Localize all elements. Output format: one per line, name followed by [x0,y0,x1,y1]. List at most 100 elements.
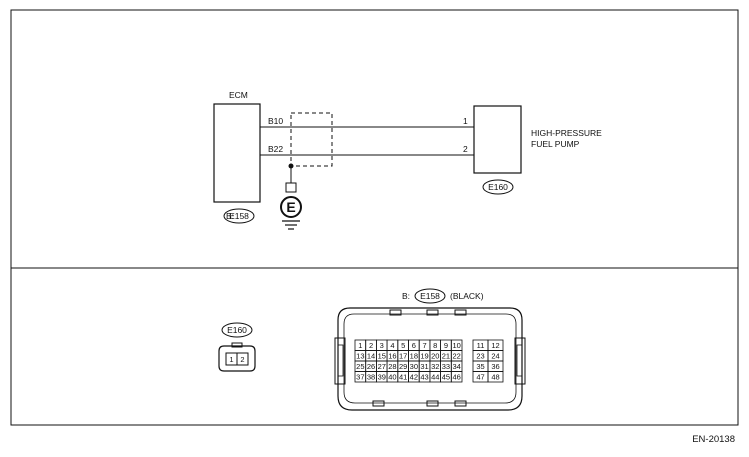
pump-pin-2: 2 [463,144,468,154]
wires: B10 B22 1 2 [260,112,474,169]
e160-id: E160 [227,325,247,335]
e158-pin: 8 [433,341,437,350]
e158-housing-inner [343,313,517,404]
e158-pin: 39 [378,373,386,382]
fuel-pump-unit: HIGH-PRESSURE FUEL PUMP E160 [473,105,602,195]
e158-pin: 6 [412,341,416,350]
e158-pin: 22 [452,352,460,361]
fuel-pump-connector-id: E160 [488,182,508,192]
e158-pin: 16 [388,352,396,361]
e158-pin: 41 [399,373,407,382]
ecm-label: ECM [229,90,248,100]
e158-pin: 26 [367,362,375,371]
ground-circle [280,196,302,218]
e158-pin: 32 [431,362,439,371]
pump-pin-1: 1 [463,116,468,126]
diagram-frame [10,9,739,426]
e158-pin: 25 [356,362,364,371]
e158-pin: 7 [422,341,426,350]
e158-pin: 31 [420,362,428,371]
e158-pin: 36 [491,362,499,371]
e158-pin: 10 [452,341,460,350]
e158-pin: 46 [452,373,460,382]
ecm-connector-id: E158 [229,211,249,221]
e158-pin: 27 [378,362,386,371]
e158-pin: 43 [420,373,428,382]
e160-badge [221,322,253,338]
e158-pin: 17 [399,352,407,361]
e158-pin: 28 [388,362,396,371]
e158-pin: 1 [358,341,362,350]
e158-pin-cell [450,371,463,383]
e158-pin: 42 [410,373,418,382]
e158-pin: 21 [442,352,450,361]
e158-pin: 9 [444,341,448,350]
e158-pin-cell [487,371,504,383]
e158-side-clip-right [514,337,526,385]
e158-color-note: (BLACK) [450,291,484,301]
e158-pin: 19 [420,352,428,361]
e158-pin: 5 [401,341,405,350]
figure-id: EN-20138 [692,434,735,445]
ground-symbol: E [280,166,302,230]
ecm-pin-b22: B22 [268,144,283,154]
e158-pin: 48 [491,373,499,382]
e158-badge [414,288,446,304]
e158-pin: 14 [367,352,375,361]
e160-pin: 2 [240,355,244,364]
e158-side-clip-right-inner [516,344,523,377]
e160-housing [218,345,256,372]
e158-pin: 2 [369,341,373,350]
ecm-unit: ECM B: E158 [213,90,261,224]
e158-pin: 24 [491,352,499,361]
e160-pin: 1 [229,355,233,364]
fuel-pump-label-line1: HIGH-PRESSURE [531,128,602,138]
e158-housing-outer [337,307,523,411]
e158-latch [454,400,467,407]
e158-pin: 4 [390,341,394,350]
e158-latch [372,400,385,407]
ground-terminal [285,182,297,193]
fuel-pump-label-line2: FUEL PUMP [531,139,580,149]
ecm-box [213,103,261,203]
e158-pin: 30 [410,362,418,371]
e158-side-clip-left [334,337,346,385]
e158-pin: 20 [431,352,439,361]
e158-pin: 38 [367,373,375,382]
e158-pin: 45 [442,373,450,382]
e158-pin: 12 [491,341,499,350]
ecm-connector-badge [223,208,255,224]
e158-pin: 23 [476,352,484,361]
e158-pin: 33 [442,362,450,371]
ground-label: E [286,199,295,215]
e158-pin: 15 [378,352,386,361]
shield-box [290,112,333,167]
e158-pin: 11 [477,341,485,350]
fuel-pump-box [473,105,522,174]
fuel-pump-connector-badge [482,179,514,195]
ecm-connector-prefix: B: [226,211,234,221]
e160-lock-tab [231,342,243,348]
e158-pin: 44 [431,373,439,382]
e158-latch [389,309,402,316]
e158-pin: 40 [388,373,396,382]
e158-latch [426,309,439,316]
e158-pin: 29 [399,362,407,371]
e158-pin: 18 [410,352,418,361]
e158-pin: 34 [452,362,460,371]
e158-pin: 13 [356,352,364,361]
e158-pin: 37 [356,373,364,382]
e158-pin: 35 [476,362,484,371]
ecm-pin-b10: B10 [268,116,283,126]
e158-latch [454,309,467,316]
connector-e160-view: E160 1 2 [218,322,256,372]
e158-side-clip-left-inner [337,344,344,377]
e158-id: E158 [420,291,440,301]
e158-pin: 3 [380,341,384,350]
e158-pin: 47 [476,373,484,382]
e158-prefix: B: [402,291,410,301]
e158-latch [426,400,439,407]
